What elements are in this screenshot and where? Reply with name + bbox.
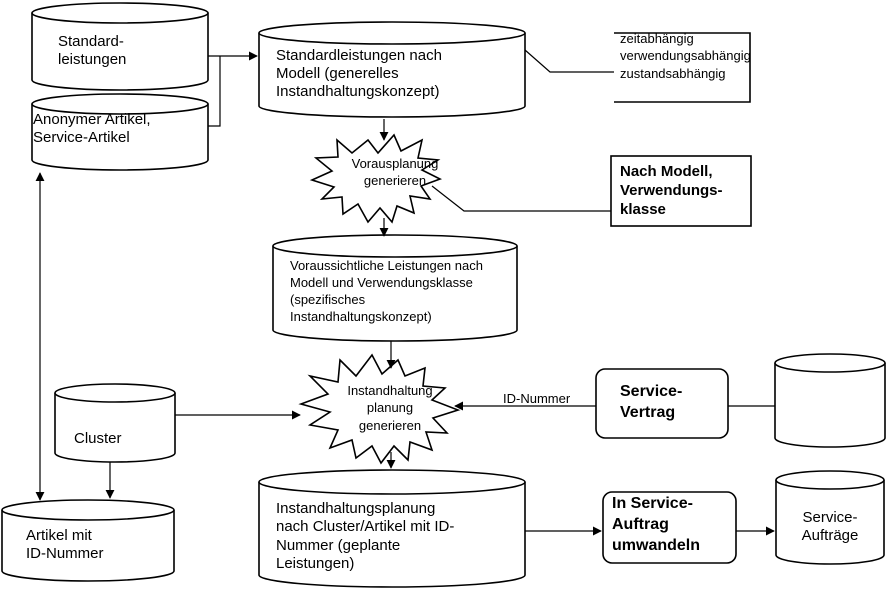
vertrag-database-cylinder (774, 353, 886, 448)
service-auftraege-label: Service-Aufträge (801, 509, 859, 544)
service-auftraege-cylinder (775, 470, 885, 565)
anonymer-artikel-label: Anonymer Artikel,Service-Artikel (33, 111, 151, 146)
instandhaltungsplanung-cylinder (258, 469, 526, 588)
standardleistungen-modell-cylinder (258, 21, 526, 118)
connector-anonymer-to-modell (208, 56, 221, 127)
connector-nach-modell (431, 185, 611, 212)
umwandeln-box (602, 491, 737, 564)
connector-modell-to-abhaengigkeiten (524, 49, 614, 73)
standardleistungen-label: Standard-leistungen (58, 33, 127, 68)
nach-modell-box (610, 155, 752, 227)
service-vertrag-box (595, 368, 729, 439)
cluster-label: Cluster (74, 430, 122, 447)
cluster-cylinder (54, 383, 176, 463)
nach-modell-label: Nach Modell,Verwendungs-klasse (620, 163, 723, 218)
vorausplanung-starburst (309, 133, 443, 224)
id-nummer-label: ID-Nummer (503, 391, 571, 406)
voraussichtliche-cylinder (272, 234, 518, 342)
artikel-id-cylinder (1, 499, 175, 582)
instandhaltung-starburst (298, 353, 461, 465)
standardleistungen-cylinder (31, 2, 209, 91)
service-vertrag-label: Service-Vertrag (620, 383, 683, 421)
abhaengigkeiten-bracket (614, 32, 751, 103)
anonymer-artikel-cylinder (31, 93, 209, 171)
